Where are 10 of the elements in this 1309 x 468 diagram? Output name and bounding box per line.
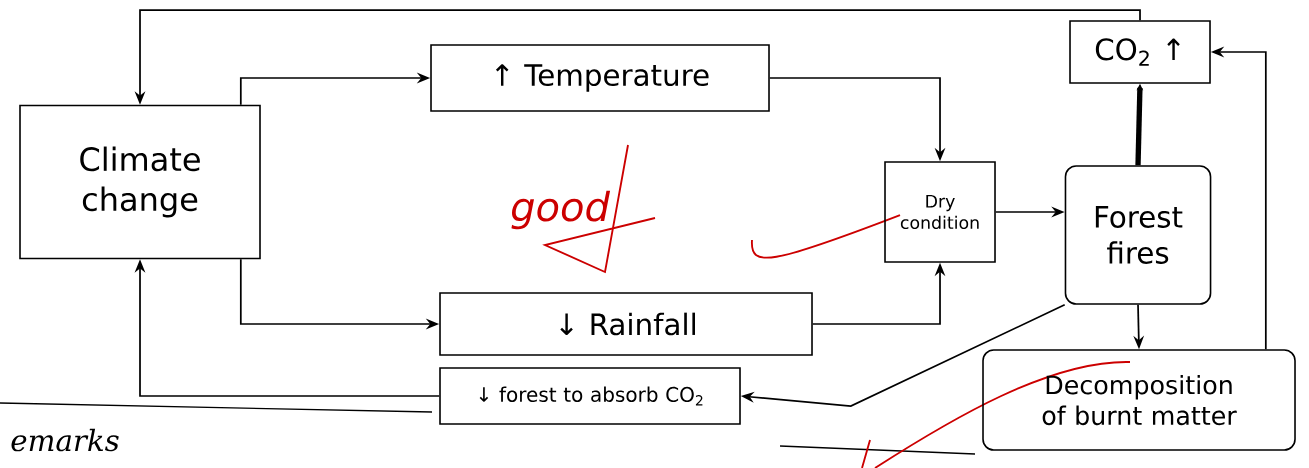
process-box: Decomposition of burnt matter bbox=[982, 349, 1296, 451]
process-box: Forest fires bbox=[1064, 165, 1212, 305]
process-box: CO$_{2}$ ↑ bbox=[1069, 20, 1211, 84]
process-box: ↓ forest to absorb CO$_{2}$ bbox=[439, 367, 741, 425]
process-box: ↑ Temperature bbox=[430, 44, 770, 112]
section-heading: emarks bbox=[11, 428, 119, 452]
process-box: Dry condition bbox=[884, 161, 996, 263]
process-box: Climate change bbox=[19, 104, 261, 260]
handwritten-note: good bbox=[511, 190, 611, 230]
process-box: ↓ Rainfall bbox=[439, 292, 813, 356]
